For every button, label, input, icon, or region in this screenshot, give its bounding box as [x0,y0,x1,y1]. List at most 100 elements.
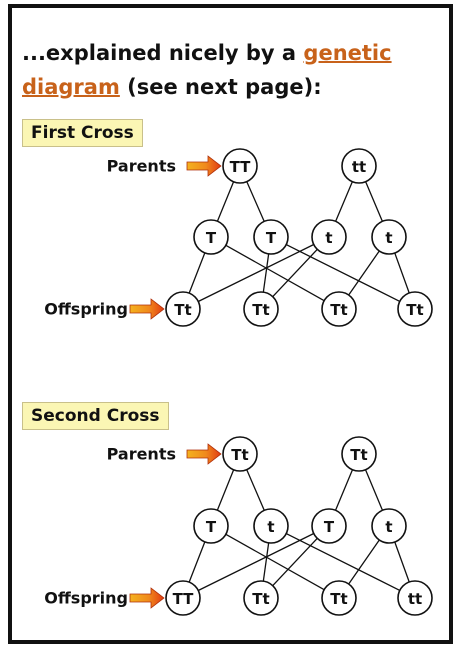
first-cross-offspring-edge [272,248,318,298]
first-cross-offspring-2-circle [243,291,279,327]
second-cross-offspring-3-circle [321,580,357,616]
second-cross-offspring-edge [197,532,315,592]
first-cross-offspring-edge [197,243,315,303]
second-cross-offspring-1-label: TT [173,590,195,608]
second-cross-offspring-edge [348,539,380,585]
second-cross-gamete-2-circle [253,508,289,544]
first-cross-offspring-edge [285,244,401,302]
second-cross-offspring-4-label: tt [408,590,422,608]
first-cross-offspring-1-label: Tt [174,301,191,319]
second-cross-parents-arrow [186,443,222,465]
first-cross-offspring-3-label: Tt [330,301,347,319]
second-cross-gamete-1-label: T [206,518,217,536]
first-cross-parent-edge [246,181,265,222]
first-cross-label: First Cross [22,119,143,147]
first-cross-offspring-edge [394,252,410,294]
second-cross-offspring-label: Offspring [44,589,128,608]
second-cross-parent-edge [246,469,265,511]
first-cross-parent-edge [365,181,383,222]
second-cross-offspring-edge [394,541,410,583]
first-cross-gamete-2-circle [253,219,289,255]
second-cross-gamete-2-label: t [267,518,274,536]
second-cross-gamete-3-label: T [324,518,335,536]
second-cross-offspring-arrow [129,587,165,609]
first-cross-parents-arrow [186,155,222,177]
second-cross-gamete-1-circle [193,508,229,544]
second-cross-gamete-3-circle [311,508,347,544]
first-cross-parent-1-label: TT [230,158,252,176]
first-cross-gamete-1-circle [193,219,229,255]
second-cross-offspring-edge [225,533,325,591]
second-cross-offspring-2: Tt [243,580,279,616]
second-cross-gamete-4-circle [371,508,407,544]
second-cross-offspring-edge [262,542,270,582]
first-cross-parent-2: tt [341,148,377,184]
first-cross-offspring-2: Tt [243,291,279,327]
second-cross-parent-edge [364,469,384,511]
first-cross-gamete-4: t [371,219,407,255]
second-cross-parent-edge [334,469,354,511]
second-cross-offspring-edge [272,537,318,587]
highlight-genetic: genetic [303,41,392,65]
first-cross-gamete-1-label: T [206,229,217,247]
second-cross-offspring-3: Tt [321,580,357,616]
second-cross-label: Second Cross [22,402,169,430]
first-cross-offspring-2-label: Tt [252,301,269,319]
second-cross-gamete-4: t [371,508,407,544]
second-cross-parent-2: Tt [341,436,377,472]
second-cross-gamete-1: T [193,508,229,544]
second-cross-offspring-2-label: Tt [252,590,269,608]
first-cross-offspring-1: Tt [165,291,201,327]
first-cross-parent-edge [335,181,353,222]
second-cross-gamete-3: T [311,508,347,544]
first-cross-offspring-3-circle [321,291,357,327]
first-cross-gamete-3-circle [311,219,347,255]
first-cross-offspring-edge [188,252,206,294]
first-cross-offspring-4: Tt [397,291,433,327]
second-cross-offspring-4-circle [397,580,433,616]
first-cross-parent-1-circle [222,148,258,184]
second-cross-offspring-1: TT [165,580,201,616]
first-cross-offspring-4-circle [397,291,433,327]
first-cross-offspring-1-circle [165,291,201,327]
first-cross-gamete-4-label: t [385,229,392,247]
second-cross-parent-1-circle [222,436,258,472]
second-cross-offspring-4: tt [397,580,433,616]
heading-prefix: ...explained nicely by a [22,41,304,65]
second-cross-offspring-edge [285,533,401,591]
first-cross-parent-2-label: tt [352,158,366,176]
first-cross-offspring-4-label: Tt [406,301,423,319]
first-cross-offspring-label: Offspring [44,300,128,319]
second-cross-parent-2-label: Tt [350,446,367,464]
second-cross-parent-1-label: Tt [231,446,248,464]
first-cross-parent-edge [216,181,235,222]
second-cross-offspring-2-circle [243,580,279,616]
first-cross-parents-label: Parents [107,157,176,176]
first-cross-offspring-edge [348,250,380,296]
second-cross-parent-edge [216,469,235,511]
first-cross-gamete-3-label: t [325,229,332,247]
second-cross-offspring-3-label: Tt [330,590,347,608]
first-cross-offspring-edge [262,253,270,293]
first-cross-gamete-3: t [311,219,347,255]
first-cross-offspring-arrow [129,298,165,320]
second-cross-gamete-4-label: t [385,518,392,536]
second-cross-offspring-1-circle [165,580,201,616]
first-cross-gamete-2-label: T [266,229,277,247]
heading-suffix: (see next page): [119,75,322,99]
first-cross-gamete-1: T [193,219,229,255]
second-cross-offspring-edge [188,541,206,583]
second-cross-gamete-2: t [253,508,289,544]
first-cross-gamete-2: T [253,219,289,255]
first-cross-offspring-edge [225,244,325,302]
first-cross-parent-2-circle [341,148,377,184]
second-cross-parents-label: Parents [107,445,176,464]
highlight-diagram: diagram [22,75,120,99]
first-cross-parent-1: TT [222,148,258,184]
second-cross-parent-1: Tt [222,436,258,472]
first-cross-offspring-3: Tt [321,291,357,327]
second-cross-parent-2-circle [341,436,377,472]
first-cross-gamete-4-circle [371,219,407,255]
